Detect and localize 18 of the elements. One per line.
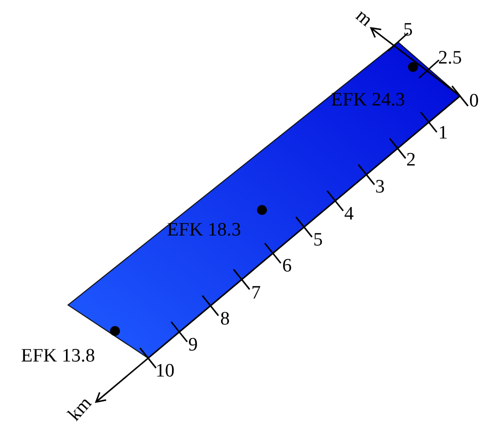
tick-label: 2 bbox=[406, 150, 416, 170]
axis-label: m bbox=[352, 6, 376, 30]
tick-label: 5 bbox=[313, 230, 323, 250]
tick-label: 7 bbox=[251, 284, 261, 302]
tick-label: 6 bbox=[282, 256, 292, 276]
tick-label: 4 bbox=[344, 204, 354, 224]
tick-label: 8 bbox=[220, 310, 230, 328]
tick-label: 0 bbox=[469, 92, 479, 110]
tick-label: 1 bbox=[438, 124, 448, 142]
tick-label: 3 bbox=[375, 178, 385, 196]
tick-label: 10 bbox=[156, 362, 174, 380]
axis-label: km bbox=[64, 394, 96, 424]
site-label: EFK 13.8 bbox=[21, 346, 95, 366]
tick-label: 5 bbox=[403, 20, 413, 40]
tick-label: 2.5 bbox=[438, 48, 462, 68]
site-label: EFK 18.3 bbox=[167, 220, 241, 240]
tick-label: 9 bbox=[188, 336, 198, 354]
site-label: EFK 24.3 bbox=[331, 90, 405, 110]
